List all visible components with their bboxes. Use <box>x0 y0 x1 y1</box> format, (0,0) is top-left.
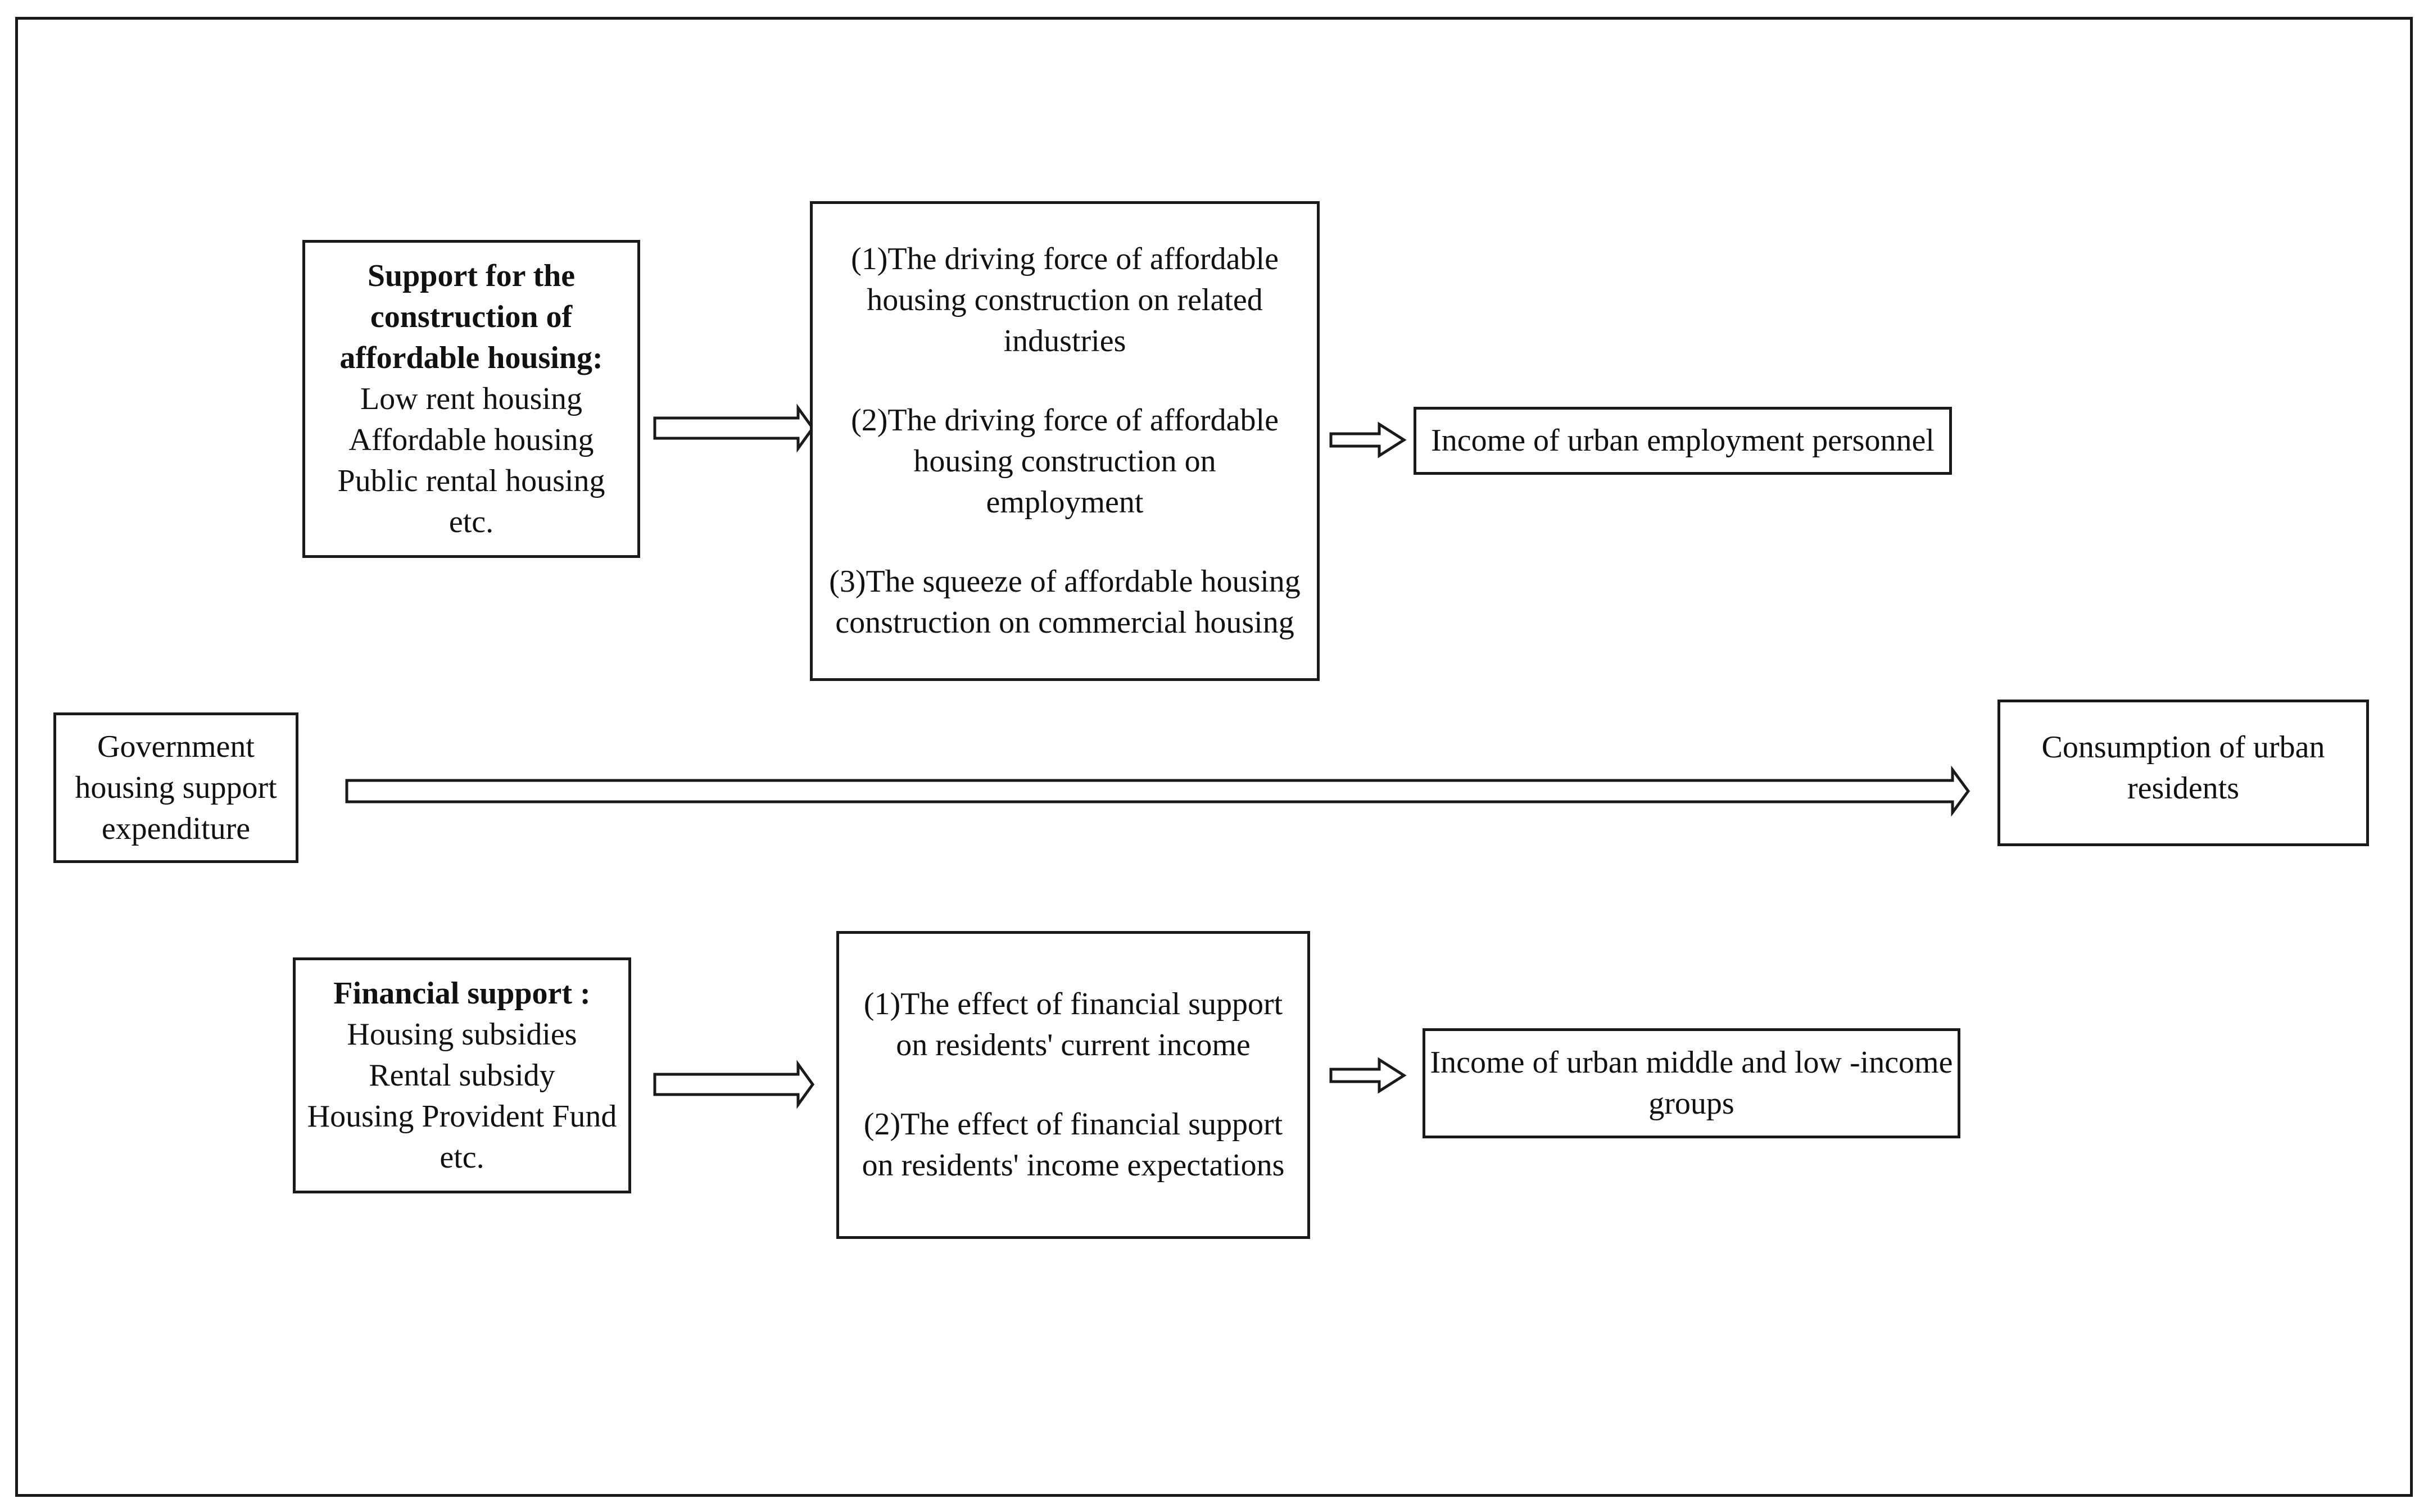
financial-support-box: Financial support : Housing subsidies Re… <box>293 957 631 1193</box>
construction-effects-box: (1)The driving force of affordable housi… <box>810 201 1320 681</box>
construction-item-4: etc. <box>449 504 494 539</box>
target-line-2: residents <box>2127 771 2240 806</box>
construction-support-box: Support for the construction of affordab… <box>302 240 640 558</box>
arrow-construction-to-effects <box>653 403 815 453</box>
construction-effect-3: (3)The squeeze of affordable housing con… <box>829 561 1301 643</box>
fin-effect-1-line-2: on residents' current income <box>896 1028 1251 1063</box>
effect-1-line-3: industries <box>1003 324 1126 358</box>
arrow-financial-to-effects <box>653 1060 815 1109</box>
construction-item-1: Low rent housing <box>360 381 583 416</box>
arrow-main-expenditure-to-consumption <box>345 765 1971 817</box>
diagram-frame <box>15 17 2413 1497</box>
fin-effect-2-line-1: (2)The effect of financial support <box>863 1107 1283 1142</box>
construction-item-2: Affordable housing <box>348 422 594 457</box>
effect-1-line-1: (1)The driving force of affordable <box>851 242 1279 276</box>
source-line-1: Government <box>97 729 255 764</box>
financial-effect-1: (1)The effect of financial support on re… <box>864 984 1283 1066</box>
low-income-line-1: Income of urban middle and low -income <box>1430 1045 1953 1080</box>
construction-item-3: Public rental housing <box>337 463 605 498</box>
construction-title-2: construction of <box>370 299 573 334</box>
fin-effect-1-line-1: (1)The effect of financial support <box>863 987 1283 1021</box>
arrow-effects-to-employment-income <box>1329 421 1407 458</box>
construction-effect-1: (1)The driving force of affordable housi… <box>851 239 1279 362</box>
effect-3-line-1: (3)The squeeze of affordable housing <box>829 564 1301 599</box>
consumption-box: Consumption of urban residents <box>1997 700 2369 846</box>
low-income-line-2: groups <box>1648 1086 1734 1121</box>
effect-3-line-2: construction on commercial housing <box>835 605 1294 640</box>
source-line-3: expenditure <box>101 811 251 846</box>
financial-effects-box: (1)The effect of financial support on re… <box>836 931 1310 1239</box>
construction-title-1: Support for the <box>367 258 576 293</box>
financial-item-4: etc. <box>440 1139 484 1175</box>
effect-1-line-2: housing construction on related <box>867 283 1263 317</box>
financial-item-2: Rental subsidy <box>369 1057 555 1093</box>
financial-effect-2: (2)The effect of financial support on re… <box>862 1104 1285 1186</box>
target-line-1: Consumption of urban <box>2041 730 2325 765</box>
arrow-effects-to-low-income <box>1329 1057 1407 1094</box>
government-expenditure-box: Government housing support expenditure <box>53 712 298 863</box>
fin-effect-2-line-2: on residents' income expectations <box>862 1148 1285 1183</box>
employment-income-box: Income of urban employment personnel <box>1414 407 1952 475</box>
financial-item-1: Housing subsidies <box>347 1016 577 1052</box>
construction-effect-2: (2)The driving force of affordable housi… <box>851 400 1279 523</box>
construction-title-3: affordable housing: <box>339 340 603 375</box>
employment-income-text: Income of urban employment personnel <box>1431 423 1935 458</box>
low-income-groups-box: Income of urban middle and low -income g… <box>1423 1028 1960 1138</box>
effect-2-line-3: employment <box>986 485 1144 520</box>
financial-item-3: Housing Provident Fund <box>307 1098 617 1134</box>
source-line-2: housing support <box>75 770 277 805</box>
effect-2-line-1: (2)The driving force of affordable <box>851 403 1279 438</box>
effect-2-line-2: housing construction on <box>913 444 1216 479</box>
financial-title: Financial support : <box>333 975 591 1011</box>
